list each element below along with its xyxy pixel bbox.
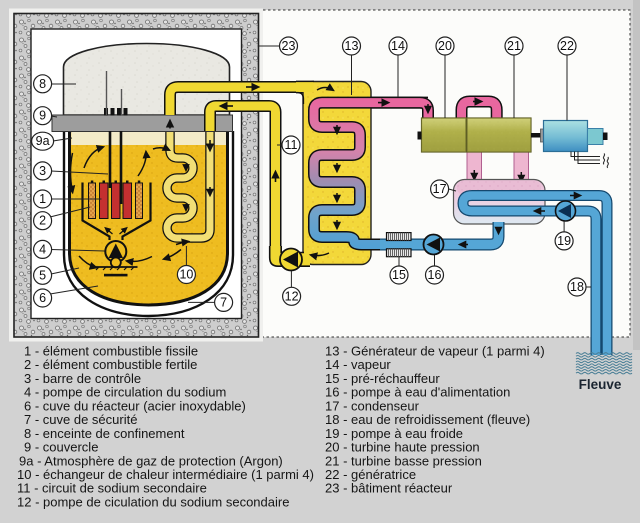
svg-text:14: 14 (391, 39, 405, 53)
svg-text:18: 18 (570, 280, 584, 294)
svg-text:19: 19 (557, 234, 571, 248)
svg-text:10 - échangeur de chaleur inte: 10 - échangeur de chaleur intermédiaire … (17, 467, 314, 482)
svg-text:17: 17 (433, 182, 447, 196)
svg-text:13 - Générateur de vapeur (1 p: 13 - Générateur de vapeur (1 parmi 4) (325, 344, 545, 359)
svg-text:13: 13 (345, 39, 359, 53)
svg-text:9a: 9a (36, 134, 50, 148)
svg-text:8: 8 (39, 77, 46, 91)
svg-text:6: 6 (39, 291, 46, 305)
svg-text:9: 9 (39, 109, 46, 123)
svg-text:23 - bâtiment réacteur: 23 - bâtiment réacteur (325, 481, 453, 496)
svg-text:3 - barre de contrôle: 3 - barre de contrôle (24, 371, 141, 386)
svg-text:19 - pompe à eau froide: 19 - pompe à eau froide (325, 426, 463, 441)
svg-text:17 - condenseur: 17 - condenseur (325, 398, 420, 413)
svg-text:14 - vapeur: 14 - vapeur (325, 357, 391, 372)
svg-text:3: 3 (39, 164, 46, 178)
svg-text:23: 23 (282, 39, 296, 53)
svg-text:7: 7 (220, 295, 227, 309)
svg-text:1 - élément combustible fissil: 1 - élément combustible fissile (24, 344, 198, 359)
svg-text:20: 20 (438, 39, 452, 53)
svg-text:18 - eau de refroidissement (f: 18 - eau de refroidissement (fleuve) (325, 412, 530, 427)
svg-text:Fleuve: Fleuve (579, 377, 622, 392)
svg-text:15 - pré-réchauffeur: 15 - pré-réchauffeur (325, 371, 440, 386)
svg-text:12: 12 (285, 289, 299, 303)
svg-text:20 - turbine haute pression: 20 - turbine haute pression (325, 440, 480, 455)
svg-text:1: 1 (39, 192, 46, 206)
svg-text:10: 10 (179, 268, 193, 282)
svg-text:22: 22 (560, 39, 574, 53)
svg-text:4: 4 (39, 242, 46, 256)
svg-text:9a - Atmosphère de gaz de prot: 9a - Atmosphère de gaz de protection (Ar… (19, 453, 283, 468)
svg-text:21: 21 (507, 39, 521, 53)
svg-text:15: 15 (392, 268, 406, 282)
svg-text:12 - pompe de ciculation du so: 12 - pompe de ciculation du sodium secon… (17, 494, 289, 509)
svg-text:21 - turbine basse pression: 21 - turbine basse pression (325, 453, 482, 468)
svg-text:16: 16 (428, 268, 442, 282)
svg-text:8 - enceinte de confinement: 8 - enceinte de confinement (24, 426, 185, 441)
svg-text:5: 5 (39, 268, 46, 282)
svg-text:6 - cuve du réacteur (acier in: 6 - cuve du réacteur (acier inoxydable) (24, 398, 246, 413)
svg-text:4 - pompe de circulation du so: 4 - pompe de circulation du sodium (24, 385, 226, 400)
svg-text:7 - cuve de sécurité: 7 - cuve de sécurité (24, 412, 137, 427)
svg-text:11 - circuit de sodium seconda: 11 - circuit de sodium secondaire (17, 481, 207, 496)
svg-text:11: 11 (285, 138, 298, 152)
svg-text:22 - génératrice: 22 - génératrice (325, 467, 416, 482)
svg-text:16 - pompe à eau d'alimentatio: 16 - pompe à eau d'alimentation (325, 385, 510, 400)
svg-text:2 - élément combustible fertil: 2 - élément combustible fertile (24, 357, 197, 372)
svg-text:2: 2 (39, 214, 46, 228)
svg-text:9 - couvercle: 9 - couvercle (24, 440, 98, 455)
